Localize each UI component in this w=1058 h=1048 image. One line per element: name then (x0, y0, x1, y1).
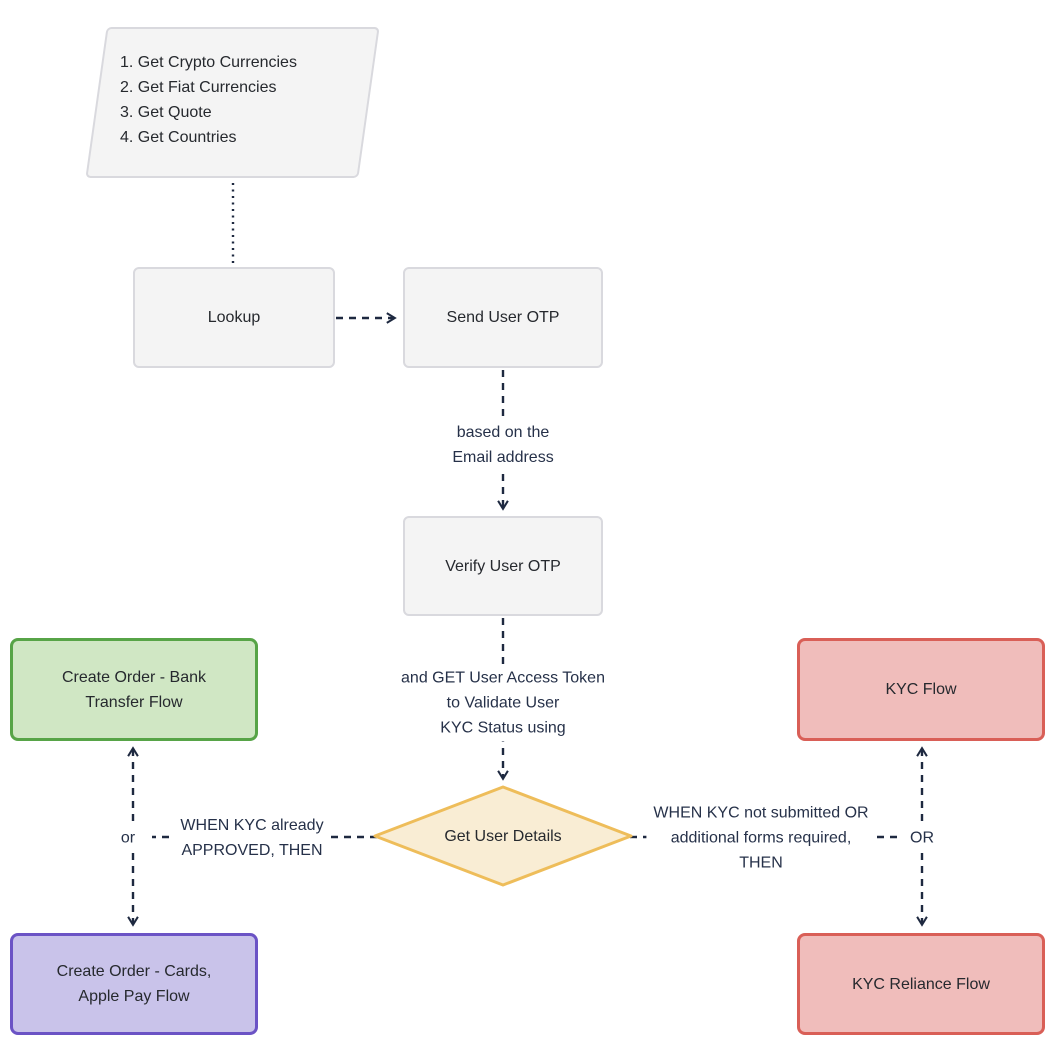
node-lookup: Lookup (133, 267, 335, 368)
edge-label-or-left: or (113, 824, 143, 852)
decision-diamond-shape (373, 785, 633, 887)
edge-label-email-basis: based on the Email address (445, 419, 561, 471)
node-create-order-bank-transfer: Create Order - Bank Transfer Flow (10, 638, 258, 741)
edge-label-access-token: and GET User Access Token to Validate Us… (394, 664, 612, 742)
node-kyc-reliance-flow: KYC Reliance Flow (797, 933, 1045, 1035)
api-list-label: 1. Get Crypto Currencies 2. Get Fiat Cur… (120, 54, 297, 146)
edge-label-or-right: OR (903, 824, 941, 852)
node-kyc-flow: KYC Flow (797, 638, 1045, 741)
node-verify-user-otp: Verify User OTP (403, 516, 603, 616)
node-get-user-details-label: Get User Details (444, 828, 562, 845)
edge-label-kyc-not-submitted: WHEN KYC not submitted OR additional for… (646, 799, 876, 877)
node-send-user-otp: Send User OTP (403, 267, 603, 368)
node-create-order-cards-applepay: Create Order - Cards, Apple Pay Flow (10, 933, 258, 1035)
edge-label-kyc-approved: WHEN KYC already APPROVED, THEN (173, 812, 331, 864)
